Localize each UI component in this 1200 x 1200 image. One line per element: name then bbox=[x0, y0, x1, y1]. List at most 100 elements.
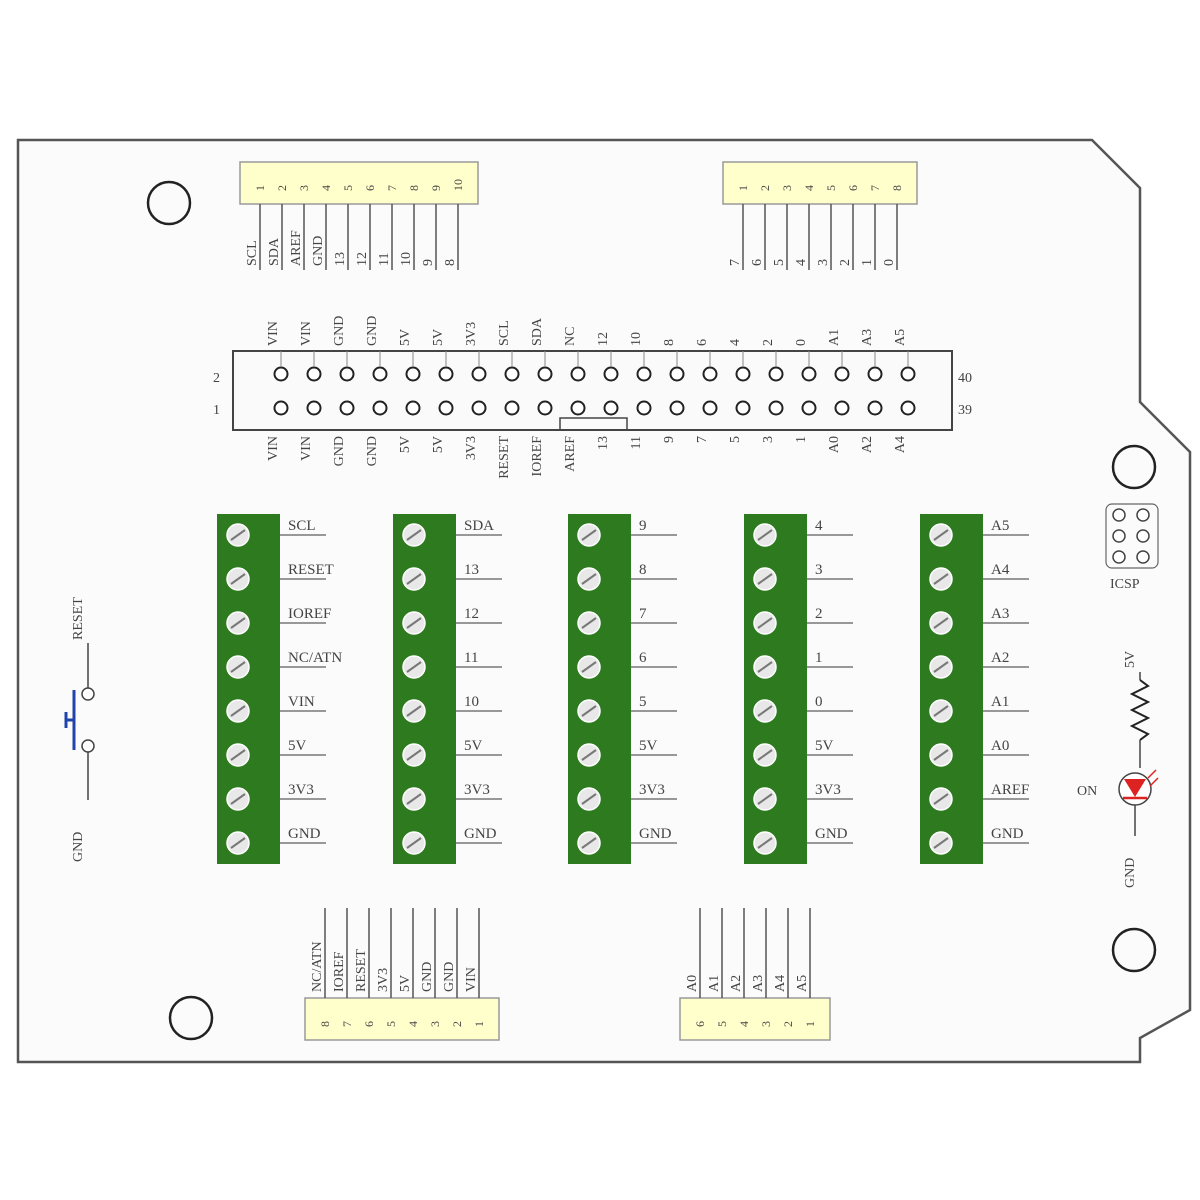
terminal-screw[interactable] bbox=[226, 523, 250, 547]
idc-pin-bottom bbox=[702, 400, 718, 416]
idc-bottom-label: VIN bbox=[299, 436, 314, 461]
terminal-screw[interactable] bbox=[577, 523, 601, 547]
terminal-label: 5V bbox=[464, 738, 483, 754]
terminal-screw[interactable] bbox=[577, 611, 601, 635]
idc-top-label: A1 bbox=[827, 329, 842, 346]
terminal-screw[interactable] bbox=[402, 523, 426, 547]
idc-pin-bottom bbox=[570, 400, 586, 416]
bottom-right-pin-label: A4 bbox=[773, 975, 788, 992]
terminal-label: A5 bbox=[991, 518, 1009, 534]
terminal-screw[interactable] bbox=[402, 831, 426, 855]
idc-bottom-label: VIN bbox=[266, 436, 281, 461]
idc-pin-top bbox=[306, 366, 322, 382]
top-left-pin-number: 2 bbox=[275, 185, 289, 191]
terminal-screw[interactable] bbox=[577, 743, 601, 767]
idc-pin-top bbox=[405, 366, 421, 382]
top-left-pin-label: GND bbox=[311, 236, 326, 266]
bottom-right-pin-label: A0 bbox=[685, 975, 700, 992]
terminal-label: 11 bbox=[464, 650, 478, 666]
terminal-screw[interactable] bbox=[929, 743, 953, 767]
terminal-label: 4 bbox=[815, 518, 823, 534]
idc-bottom-label: GND bbox=[332, 436, 347, 466]
terminal-blocks: SCLRESETIOREFNC/ATNVIN5V3V3GNDSDA1312111… bbox=[217, 514, 1029, 864]
terminal-screw[interactable] bbox=[402, 567, 426, 591]
bottom-right-pin-number: 3 bbox=[759, 1021, 773, 1027]
terminal-screw[interactable] bbox=[929, 567, 953, 591]
terminal-screw[interactable] bbox=[753, 787, 777, 811]
terminal-screw[interactable] bbox=[226, 655, 250, 679]
terminal-label: 3V3 bbox=[464, 782, 490, 798]
terminal-screw[interactable] bbox=[402, 787, 426, 811]
terminal-screw[interactable] bbox=[929, 787, 953, 811]
idc-pin-bottom bbox=[834, 400, 850, 416]
icsp-header: ICSP bbox=[1105, 503, 1159, 592]
idc-pin-bottom bbox=[669, 400, 685, 416]
idc-bottom-label: GND bbox=[365, 436, 380, 466]
terminal-screw[interactable] bbox=[577, 699, 601, 723]
icsp-pin bbox=[1136, 508, 1150, 522]
terminal-screw[interactable] bbox=[226, 787, 250, 811]
terminal-screw[interactable] bbox=[929, 655, 953, 679]
terminal-screw[interactable] bbox=[929, 611, 953, 635]
terminal-screw[interactable] bbox=[577, 787, 601, 811]
reset-gnd-label: GND bbox=[71, 832, 86, 862]
power-led-circuit: 5V ON GND bbox=[1077, 651, 1159, 888]
terminal-screw[interactable] bbox=[753, 611, 777, 635]
terminal-screw[interactable] bbox=[402, 699, 426, 723]
idc-pin-bottom bbox=[867, 400, 883, 416]
terminal-block-body bbox=[217, 514, 280, 864]
idc-pin-bottom bbox=[471, 400, 487, 416]
terminal-screw[interactable] bbox=[929, 831, 953, 855]
top-left-pin-label: AREF bbox=[289, 230, 304, 266]
terminal-screw[interactable] bbox=[753, 699, 777, 723]
reset-contact-top bbox=[81, 687, 95, 701]
top-right-pin-label: 3 bbox=[816, 259, 831, 266]
terminal-screw[interactable] bbox=[226, 611, 250, 635]
terminal-label: GND bbox=[464, 826, 497, 842]
terminal-screw[interactable] bbox=[577, 567, 601, 591]
idc-bottom-label: 1 bbox=[794, 436, 809, 443]
terminal-block-body bbox=[744, 514, 807, 864]
bottom-right-pin-number: 1 bbox=[803, 1021, 817, 1027]
terminal-screw[interactable] bbox=[577, 831, 601, 855]
terminal-label: A0 bbox=[991, 738, 1009, 754]
idc-top-label: VIN bbox=[266, 321, 281, 346]
terminal-screw[interactable] bbox=[226, 699, 250, 723]
top-right-pin-label: 1 bbox=[860, 259, 875, 266]
terminal-screw[interactable] bbox=[226, 567, 250, 591]
idc-pin-top bbox=[768, 366, 784, 382]
idc-bottom-label: 7 bbox=[695, 436, 710, 443]
terminal-screw[interactable] bbox=[402, 611, 426, 635]
terminal-label: 6 bbox=[639, 650, 647, 666]
reset-button[interactable]: RESET GND bbox=[64, 597, 95, 862]
idc-top-label: 8 bbox=[662, 339, 677, 346]
terminal-block-body bbox=[393, 514, 456, 864]
terminal-screw[interactable] bbox=[226, 743, 250, 767]
terminal-label: 5V bbox=[288, 738, 307, 754]
terminal-label: 9 bbox=[639, 518, 647, 534]
terminal-screw[interactable] bbox=[929, 699, 953, 723]
terminal-screw[interactable] bbox=[226, 831, 250, 855]
top-left-pin-number: 9 bbox=[429, 185, 443, 191]
idc-pin-top bbox=[636, 366, 652, 382]
idc-pin-bottom bbox=[603, 400, 619, 416]
mounting-holes bbox=[146, 180, 1157, 1041]
terminal-screw[interactable] bbox=[577, 655, 601, 679]
terminal-screw[interactable] bbox=[753, 523, 777, 547]
terminal-screw[interactable] bbox=[402, 743, 426, 767]
idc-top-label: 3V3 bbox=[464, 322, 479, 346]
mounting-hole-bottom-left bbox=[168, 995, 214, 1041]
terminal-screw[interactable] bbox=[929, 523, 953, 547]
terminal-screw[interactable] bbox=[753, 567, 777, 591]
terminal-label: SDA bbox=[464, 518, 494, 534]
terminal-label: 3V3 bbox=[639, 782, 665, 798]
terminal-screw[interactable] bbox=[753, 743, 777, 767]
terminal-screw[interactable] bbox=[753, 655, 777, 679]
terminal-screw[interactable] bbox=[402, 655, 426, 679]
idc-pin-top bbox=[735, 366, 751, 382]
terminal-screw[interactable] bbox=[753, 831, 777, 855]
idc-top-label: 0 bbox=[794, 339, 809, 346]
terminal-label: GND bbox=[288, 826, 321, 842]
